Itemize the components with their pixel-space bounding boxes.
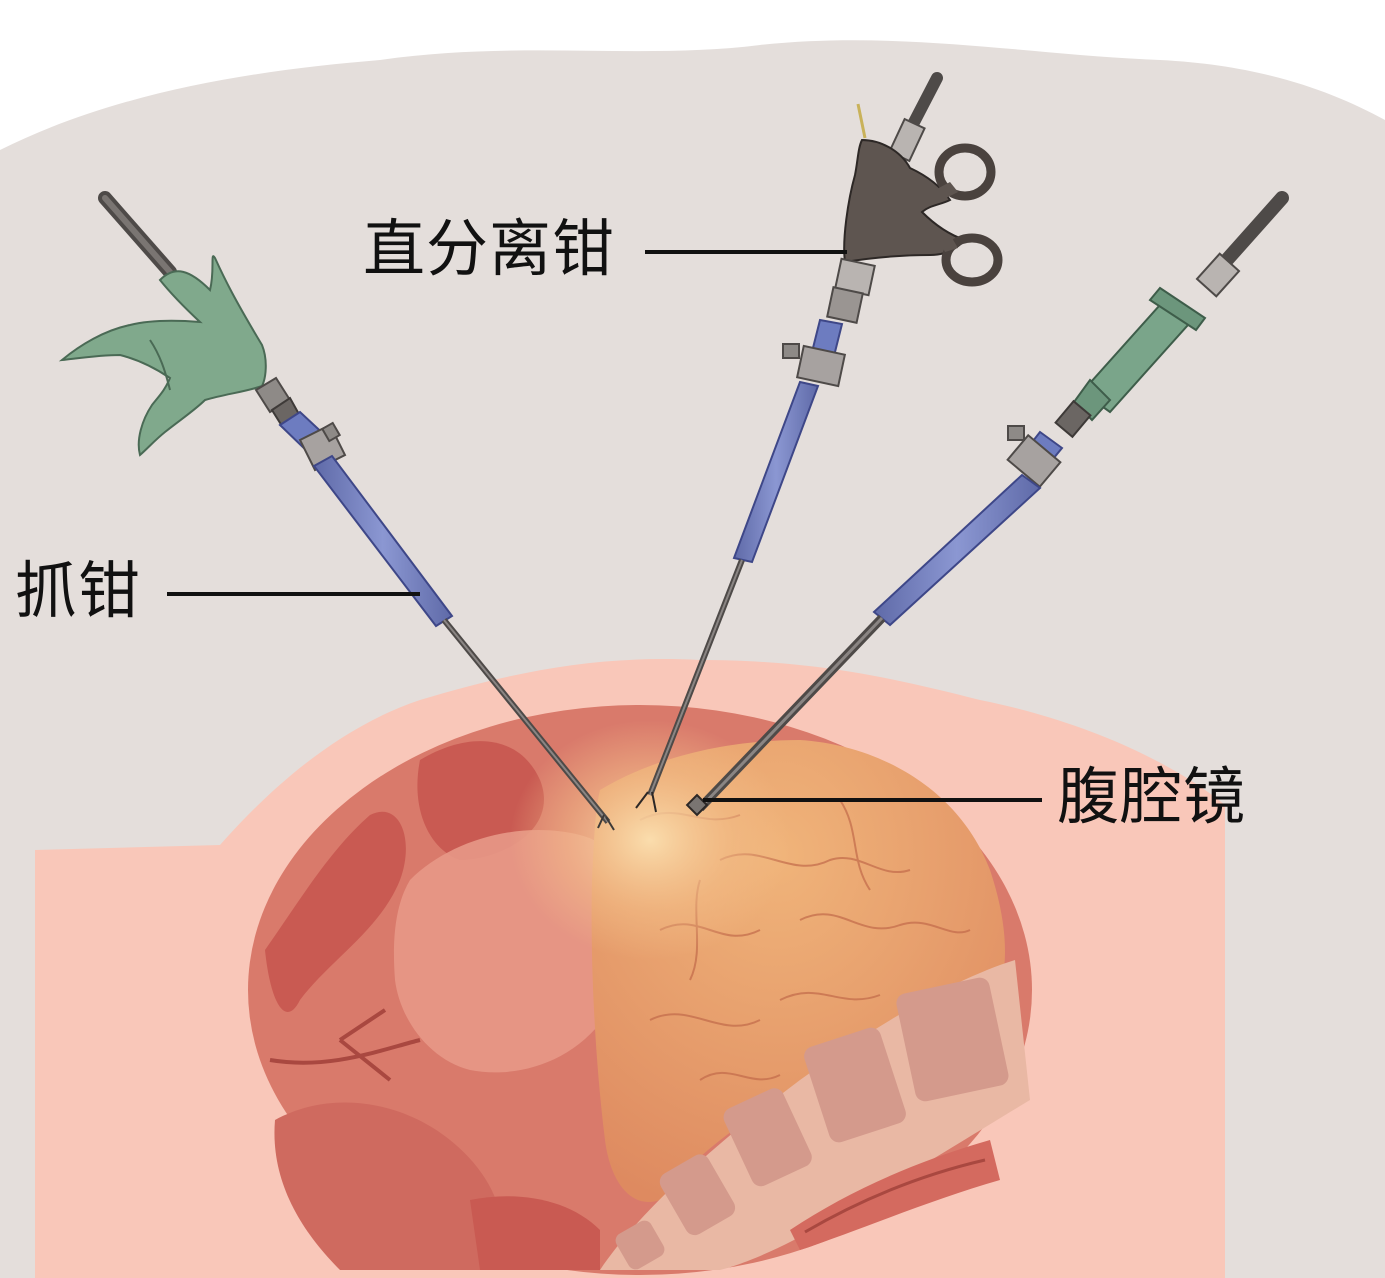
colon bbox=[600, 960, 1030, 1270]
label-laparoscope: 腹腔镜 bbox=[1057, 760, 1247, 833]
label-straight-dissector: 直分离钳 bbox=[363, 212, 616, 285]
laparoscope-icon bbox=[685, 191, 1289, 817]
straight-dissector-icon bbox=[635, 72, 1003, 813]
abdominal-cavity bbox=[248, 705, 1032, 1275]
grasper-forceps-icon bbox=[58, 191, 615, 831]
label-grasper: 抓钳 bbox=[15, 554, 142, 627]
